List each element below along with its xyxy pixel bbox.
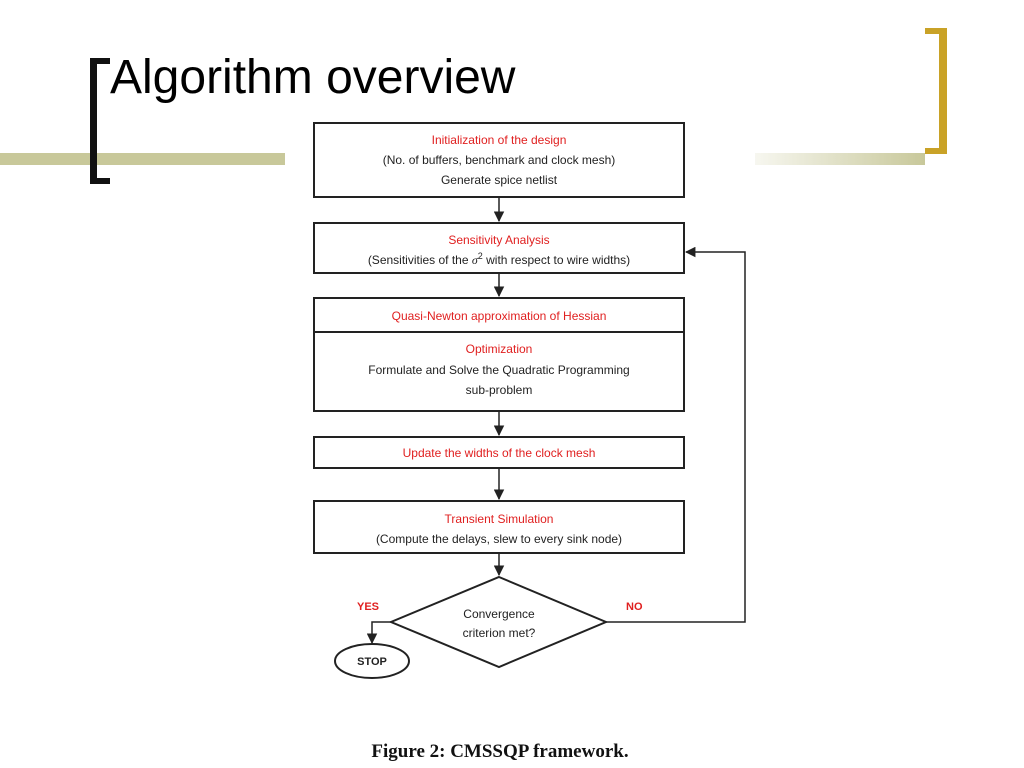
arrow-decision-loop-to-sensitivity	[606, 246, 746, 623]
sensitivity-title: Sensitivity Analysis	[448, 233, 549, 247]
transient-line1: (Compute the delays, slew to every sink …	[376, 532, 622, 546]
yes-label: YES	[357, 601, 379, 613]
init-title: Initialization of the design	[432, 133, 567, 147]
stop-label: STOP	[357, 656, 387, 668]
arrow-decision-to-stop	[366, 621, 391, 645]
slide-title: Algorithm overview	[110, 51, 516, 104]
optimization-title: Optimization	[466, 342, 533, 356]
sensitivity-line1: (Sensitivities of the σ2 with respect to…	[368, 251, 630, 267]
figure-caption: Figure 2: CMSSQP framework.	[371, 741, 629, 762]
transient-box: Transient Simulation (Compute the delays…	[313, 500, 685, 554]
no-label: NO	[626, 601, 643, 613]
quasi-newton-optimization-box: Quasi-Newton approximation of Hessian Op…	[313, 297, 685, 412]
init-line1: (No. of buffers, benchmark and clock mes…	[383, 153, 616, 167]
stop-terminal: STOP	[334, 643, 410, 679]
quasi-newton-title: Quasi-Newton approximation of Hessian	[392, 309, 607, 323]
sensitivity-box: Sensitivity Analysis (Sensitivities of t…	[313, 222, 685, 274]
transient-title: Transient Simulation	[445, 512, 554, 526]
update-title: Update the widths of the clock mesh	[403, 446, 596, 460]
decision-diamond: Convergence criterion met?	[388, 575, 609, 669]
left-bracket-decoration	[90, 58, 110, 184]
decorative-bar-right	[755, 153, 925, 165]
optimization-line1: Formulate and Solve the Quadratic Progra…	[368, 363, 629, 377]
init-box: Initialization of the design (No. of buf…	[313, 122, 685, 198]
right-bracket-decoration	[925, 28, 947, 154]
update-box: Update the widths of the clock mesh	[313, 436, 685, 469]
optimization-line2: sub-problem	[466, 383, 533, 397]
decision-line2: criterion met?	[463, 626, 536, 640]
decorative-bar-left	[0, 153, 285, 165]
decision-line1: Convergence	[463, 607, 535, 621]
init-line2: Generate spice netlist	[441, 173, 558, 187]
